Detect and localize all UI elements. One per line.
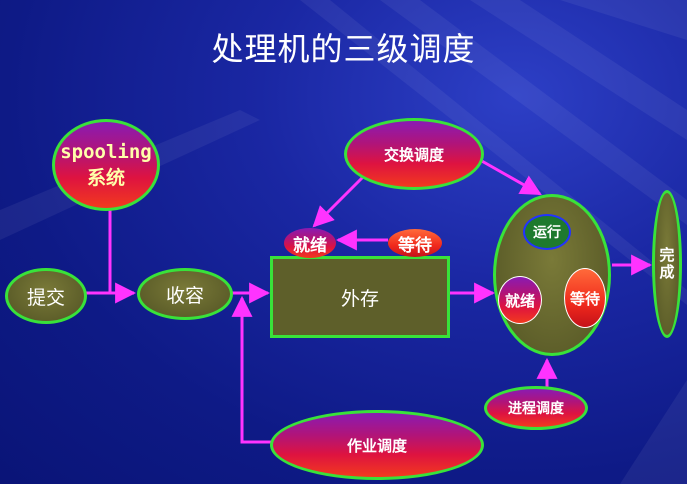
arrow-job-scheduling [231,295,272,444]
spooling-system-node: spooling 系统 [52,119,160,211]
waiting-inner-label: 等待 [569,289,600,308]
waiting-outer-node: 等待 [388,229,442,257]
page-title: 处理机的三级调度 [211,30,476,68]
system-label: 系统 [86,167,125,189]
receive-node: 收容 [137,268,233,320]
external-storage-label: 外存 [340,287,379,310]
arrow-swap-process [479,158,542,196]
spooling-label: spooling [60,141,152,163]
external-storage-box: 外存 [270,256,450,338]
running-label: 运行 [533,225,561,241]
complete-node: 完成 [652,190,682,338]
arrow-swap-ready [312,173,367,228]
job-scheduling-node: 作业调度 [270,410,484,480]
running-node: 运行 [523,214,571,250]
ready-inner-label: 就绪 [504,291,535,310]
ready-inner-node: 就绪 [498,276,542,324]
process-scheduling-node: 进程调度 [484,386,588,430]
receive-label: 收容 [165,284,204,307]
complete-label: 完成 [657,247,676,281]
job-scheduling-label: 作业调度 [346,436,407,455]
submit-label: 提交 [26,286,65,309]
waiting-inner-node: 等待 [564,268,606,328]
swap-scheduling-label: 交换调度 [383,145,444,164]
process-scheduling-label: 进程调度 [508,401,564,417]
submit-node: 提交 [5,268,87,324]
swap-scheduling-node: 交换调度 [344,118,484,190]
ready-outer-node: 就绪 [284,228,336,258]
waiting-outer-label: 等待 [398,235,432,256]
ready-outer-label: 就绪 [293,235,327,256]
